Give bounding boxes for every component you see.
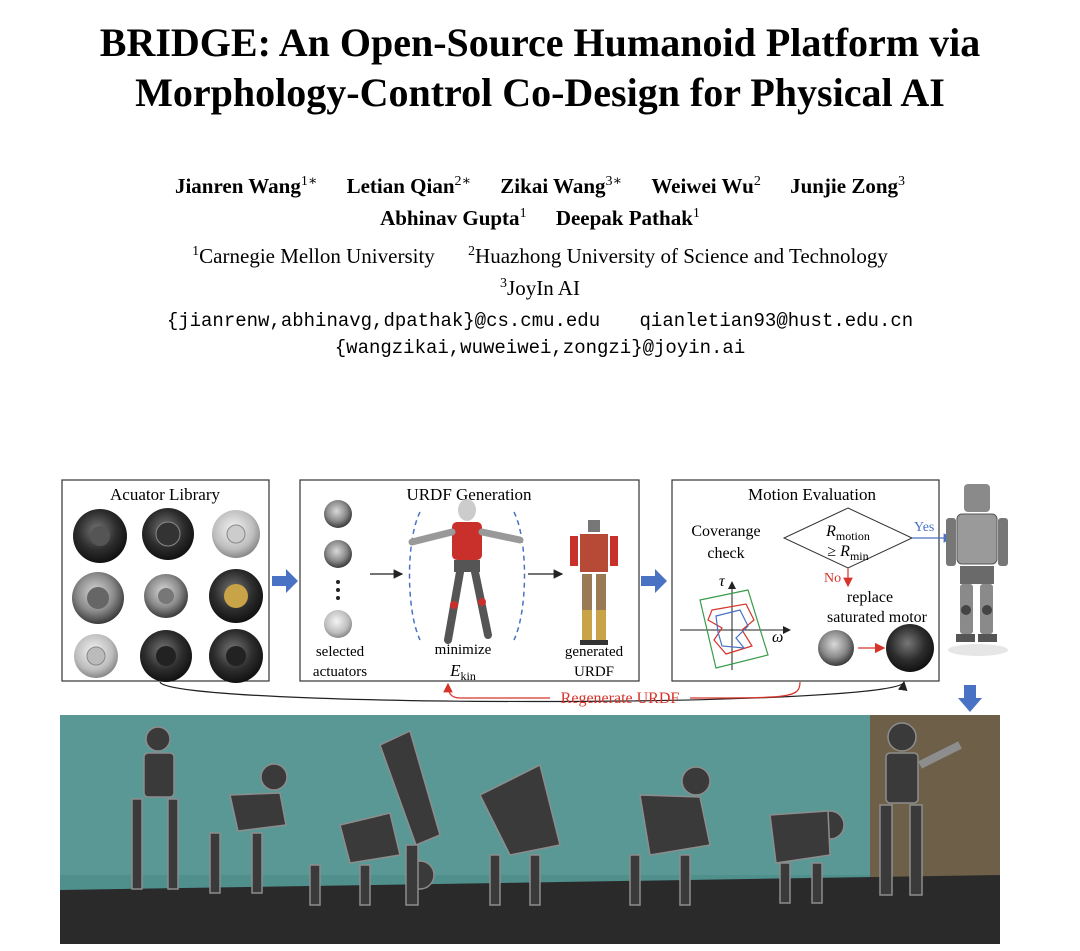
author: Weiwei Wu2 (651, 174, 761, 198)
omega-label: ω (772, 629, 783, 646)
author: Abhinav Gupta1 (380, 206, 527, 230)
loop-arrow (159, 680, 908, 703)
affiliation: 1Carnegie Mellon University (192, 244, 435, 268)
replace-label: saturated motor (827, 609, 928, 626)
panel-title: Acuator Library (110, 485, 220, 504)
panel-title: URDF Generation (406, 485, 532, 504)
minimize-term: Ekin (449, 661, 476, 683)
email-row-1: {jianrenw,abhinavg,dpathak}@cs.cmu.edu q… (0, 308, 1080, 335)
motion-sequence-photo (60, 715, 1000, 944)
regen-arrow (443, 682, 550, 699)
panel-title: Motion Evaluation (748, 485, 876, 504)
emails: {jianrenw,abhinavg,dpathak}@cs.cmu.edu q… (0, 308, 1080, 362)
yes-label: Yes (914, 520, 934, 535)
flow-arrow-icon (272, 569, 298, 593)
coverage-label: Coverange (691, 523, 760, 540)
flow-arrow-icon (641, 569, 667, 593)
humanoid-optimization-icon (408, 499, 526, 644)
actuator-library-panel: Acuator Library (61, 479, 270, 683)
regenerate-label: Regenerate URDF (561, 690, 680, 707)
old-motor-icon (818, 630, 854, 666)
coverage-plot: τ ω (680, 573, 791, 670)
selected-actuators (324, 500, 352, 638)
affiliation: 2Huazhong University of Science and Tech… (468, 244, 888, 268)
pipeline-figure: Acuator Library URDF Generation selected (61, 479, 1008, 712)
new-motor-icon (886, 624, 934, 672)
generated-label: generated (565, 644, 624, 660)
author: Zikai Wang3∗ (500, 174, 623, 198)
motion-sequence-image (60, 715, 1000, 944)
replace-label: replace (847, 589, 893, 606)
down-arrow-icon (958, 685, 982, 712)
affiliation-row-1: 1Carnegie Mellon University 2Huazhong Un… (0, 238, 1080, 270)
author: Deepak Pathak1 (555, 206, 700, 230)
motion-evaluation-panel: Motion Evaluation Coverange check τ ω Rm… (671, 479, 954, 682)
generated-label: URDF (574, 664, 614, 680)
email[interactable]: {jianrenw,abhinavg,dpathak}@cs.cmu.edu (166, 310, 601, 332)
no-label: No (824, 571, 841, 586)
author: Junjie Zong3 (790, 174, 906, 198)
decision-condition: Rmotion (825, 523, 870, 543)
generated-urdf-robot-icon (570, 520, 618, 645)
selected-label: actuators (313, 664, 367, 680)
affiliation-row-2: 3JoyIn AI (0, 270, 1080, 302)
email[interactable]: {wangzikai,wuweiwei,zongzi}@joyin.ai (334, 337, 746, 359)
author-row-1: Jianren Wang1∗ Letian Qian2∗ Zikai Wang3… (0, 168, 1080, 200)
regen-arrow (689, 681, 801, 699)
affiliation: 3JoyIn AI (500, 276, 580, 300)
decision-condition: ≥Rmin (827, 543, 868, 563)
title-line-2: Morphology-Control Co-Design for Physica… (135, 70, 945, 115)
minimize-label: minimize (435, 642, 492, 658)
author-row-2: Abhinav Gupta1 Deepak Pathak1 (0, 200, 1080, 232)
author: Letian Qian2∗ (346, 174, 472, 198)
paper-title: BRIDGE: An Open-Source Humanoid Platform… (0, 18, 1080, 118)
affiliations: 1Carnegie Mellon University 2Huazhong Un… (0, 238, 1080, 302)
tau-label: τ (719, 573, 726, 590)
author: Jianren Wang1∗ (174, 174, 318, 198)
email-row-2: {wangzikai,wuweiwei,zongzi}@joyin.ai (0, 335, 1080, 362)
urdf-generation-panel: URDF Generation selected actuators mini (299, 479, 640, 683)
email[interactable]: qianletian93@hust.edu.cn (639, 310, 914, 332)
author-list: Jianren Wang1∗ Letian Qian2∗ Zikai Wang3… (0, 168, 1080, 232)
coverage-label: check (707, 545, 744, 562)
selected-label: selected (316, 644, 365, 660)
actuator-grid (72, 508, 263, 683)
humanoid-render-icon (946, 484, 1008, 656)
title-line-1: BRIDGE: An Open-Source Humanoid Platform… (99, 20, 981, 65)
